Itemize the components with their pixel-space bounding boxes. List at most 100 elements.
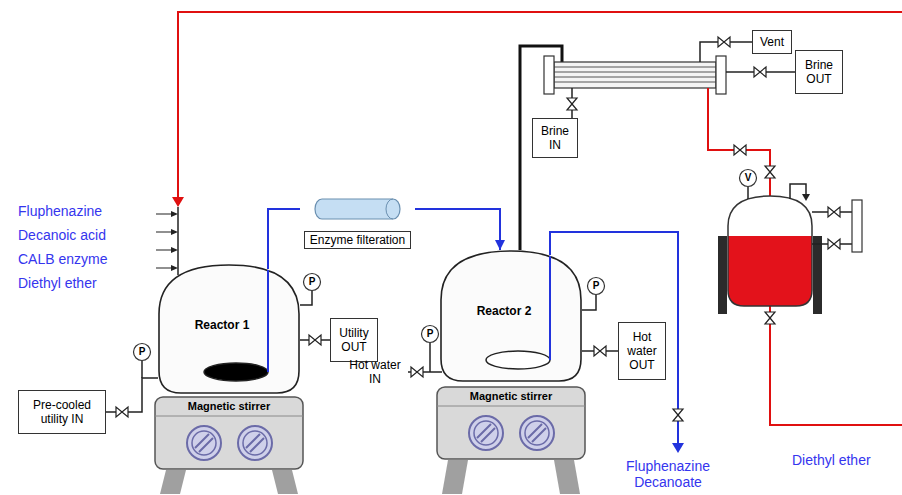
stirrer-leg [442,460,468,494]
utility-label: Hot water IN [346,358,404,386]
valve-symbol [734,145,746,155]
filter-label: Enzyme filteration [310,233,405,247]
recycle-arrowhead [172,197,184,207]
stirrer-band [155,416,303,417]
stirrer-body [155,397,303,469]
gauge-letter-holder: V [739,169,757,187]
cartridge-end [386,199,393,219]
condenser-shell [554,62,716,88]
condenser-tubes [554,67,716,82]
gauge-letter: V [745,173,752,183]
enzyme-filter: Enzyme filteration [300,198,415,249]
solvent-out-line [770,306,902,425]
gauge-letter: P [593,281,600,291]
stirrer-knob-mark [246,434,264,452]
reactor-vessel: Reactor 2 [440,250,582,382]
utility-box: Utility OUT [330,318,378,362]
stirrer-label-area: Magnetic stirrer [154,399,304,413]
feed-label-holder: Fluphenazine [18,203,102,219]
feed-label: Diethyl ether [18,275,97,291]
gauge-dial [422,326,439,343]
stirrer-knob [520,416,554,450]
stirrer-knob-mark [195,434,213,452]
stirrer-knob-ring [243,431,267,455]
cartridge-body [315,199,400,219]
dip-tube [549,256,551,360]
valve-symbol [673,409,683,421]
valve-symbol [765,312,775,324]
feed-arrowhead [171,229,178,235]
stirrer-band [437,406,585,407]
reactor-label: Reactor 2 [454,304,554,318]
gauge-dial [740,170,757,187]
utility-box: Brine OUT [795,50,843,94]
feed-arrowhead [171,211,178,217]
valve-symbol [411,367,423,377]
stirrer-knob [469,416,503,450]
receiver-liquid [728,236,812,306]
feed-line [177,207,179,275]
utility-label-holder: Hot water IN [346,358,404,386]
reactor-vessel: Reactor 1 [158,264,300,394]
reactor-label-area: Reactor 2 [454,304,554,318]
gauge-letter: P [309,277,316,287]
reactor-label-area: Reactor 1 [172,318,272,332]
feed-label: Fluphenazine [18,203,102,219]
feed-label: CALB enzyme [18,251,107,267]
gauge-stem [429,343,431,372]
vent-box: Vent [752,30,792,54]
feed-label-holder: CALB enzyme [18,251,107,267]
stirrer-knob-ring [192,431,216,455]
magnetic-stirrer: Magnetic stirrer [436,386,586,460]
gauge-letter-holder: P [303,273,321,291]
utility-label: Brine OUT [799,58,839,86]
condenser-flange [544,56,554,94]
stirrer-label-area: Magnetic stirrer [436,389,586,403]
utility-label: Brine IN [536,124,574,152]
gauge-dial [304,274,321,291]
valve-symbol [594,346,606,356]
utility-box: Pre-cooled utility IN [18,390,106,434]
utility-label: Pre-cooled utility IN [22,398,102,426]
receiver-jacket [813,236,822,314]
vent-line [700,42,752,62]
reactor-outline [441,251,581,381]
gauge-letter-holder: P [421,325,439,343]
vent-label: Vent [760,35,784,49]
utility-box: Hot water OUT [618,322,666,380]
valve-symbol [765,166,775,178]
sight-glass [852,200,862,252]
stirrer-label: Magnetic stirrer [436,389,586,403]
condenser-flange [716,56,726,94]
stirrer-leg [160,470,186,494]
filter-label-box: Enzyme filteration [304,231,411,249]
gauge-dial [588,278,605,295]
gauge-letter: P [427,329,434,339]
valve-symbol [718,37,730,47]
product-label: Fluphenazine Decanoate [612,458,724,490]
receiver-body [728,196,812,306]
product-arrowhead [672,443,684,453]
magnetic-stirrer: Magnetic stirrer [154,396,304,470]
stirrer-label: Magnetic stirrer [154,399,304,413]
stirrer-leg [554,460,580,494]
valve-symbol [754,67,766,77]
gauge-stem [582,295,596,310]
stirrer-knob [187,426,221,460]
gauge-letter: P [139,347,146,357]
filter-cartridge [314,198,401,220]
utility-box: Brine IN [532,118,578,158]
stirrer-knob-mark [477,424,495,442]
reactor-outline [159,265,299,393]
stir-bar [486,351,550,369]
solvent-label-holder: Diethyl ether [792,452,871,468]
utility-label: Utility OUT [334,326,374,354]
feed-arrowhead [171,247,178,253]
condensate-line [708,88,770,197]
receiver-jacket [718,236,727,314]
relief-arrowhead [802,194,810,201]
feed-label-holder: Decanoic acid [18,227,106,243]
gauge-stem [300,291,312,305]
feed-label: Decanoic acid [18,227,106,243]
